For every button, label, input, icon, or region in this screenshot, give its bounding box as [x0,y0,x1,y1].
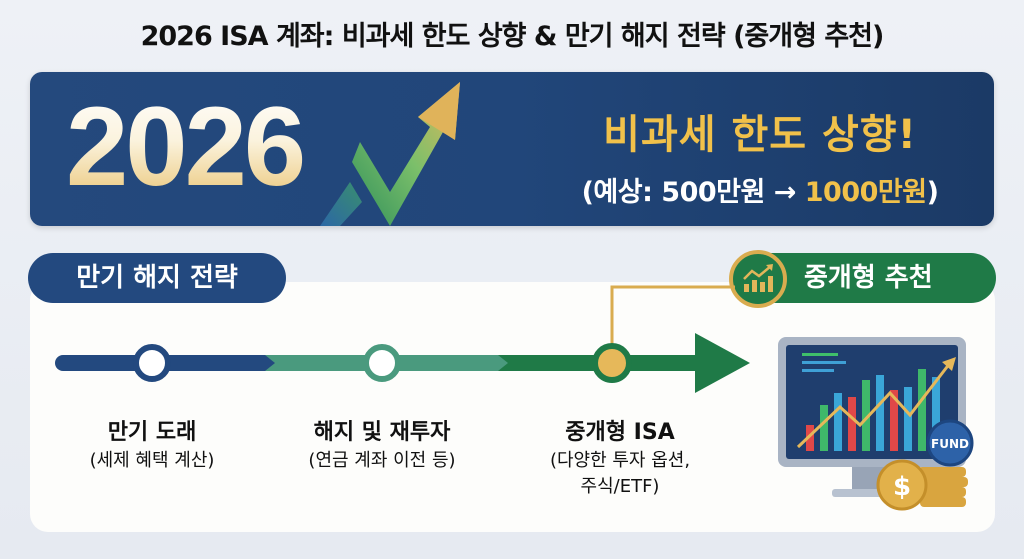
page-title: 2026 ISA 계좌: 비과세 한도 상향 & 만기 해지 전략 (중개형 추… [140,21,885,52]
hero-banner: 2026 비과세 한도 상향! (예상: 500만원 → 1000만원) [30,72,994,226]
step-2: 해지 및 재투자 (연금 계좌 이전 등) [272,418,492,474]
step-title: 만기 도래 [107,420,197,445]
chart-growth-icon [729,250,787,308]
step-desc: (세제 혜택 계산) [89,450,215,471]
sub-suffix: ) [926,177,939,208]
step-node-3 [592,343,632,383]
sub-prefix: (예상: 500만원 → [581,177,805,208]
step-desc: 주식/ETF) [580,476,660,497]
step-desc: (다양한 투자 옵션, [549,450,691,471]
step-1: 만기 도래 (세제 혜택 계산) [52,418,252,474]
step-title: 해지 및 재투자 [313,420,451,445]
headline: 비과세 한도 상향! [603,112,917,158]
step-desc: (연금 계좌 이전 등) [308,450,456,471]
subheadline: (예상: 500만원 → 1000만원) [540,170,980,209]
timeline [55,285,750,393]
step-node-1 [133,344,171,382]
dollar-coin-symbol: $ [893,472,911,502]
strategy-label: 만기 해지 전략 [28,253,286,303]
fund-coin-label: FUND [931,437,969,451]
step-3: 중개형 ISA (다양한 투자 옵션, 주식/ETF) [510,418,730,500]
step-title: 중개형 ISA [565,420,675,445]
year-label: 2026 [66,84,306,209]
step-node-2 [363,344,401,382]
investment-monitor-icon: FUND $ [778,337,974,511]
growth-arrow-icon [320,82,460,226]
recommend-label: 중개형 추천 [770,253,996,303]
sub-highlight: 1000만원 [804,177,927,208]
